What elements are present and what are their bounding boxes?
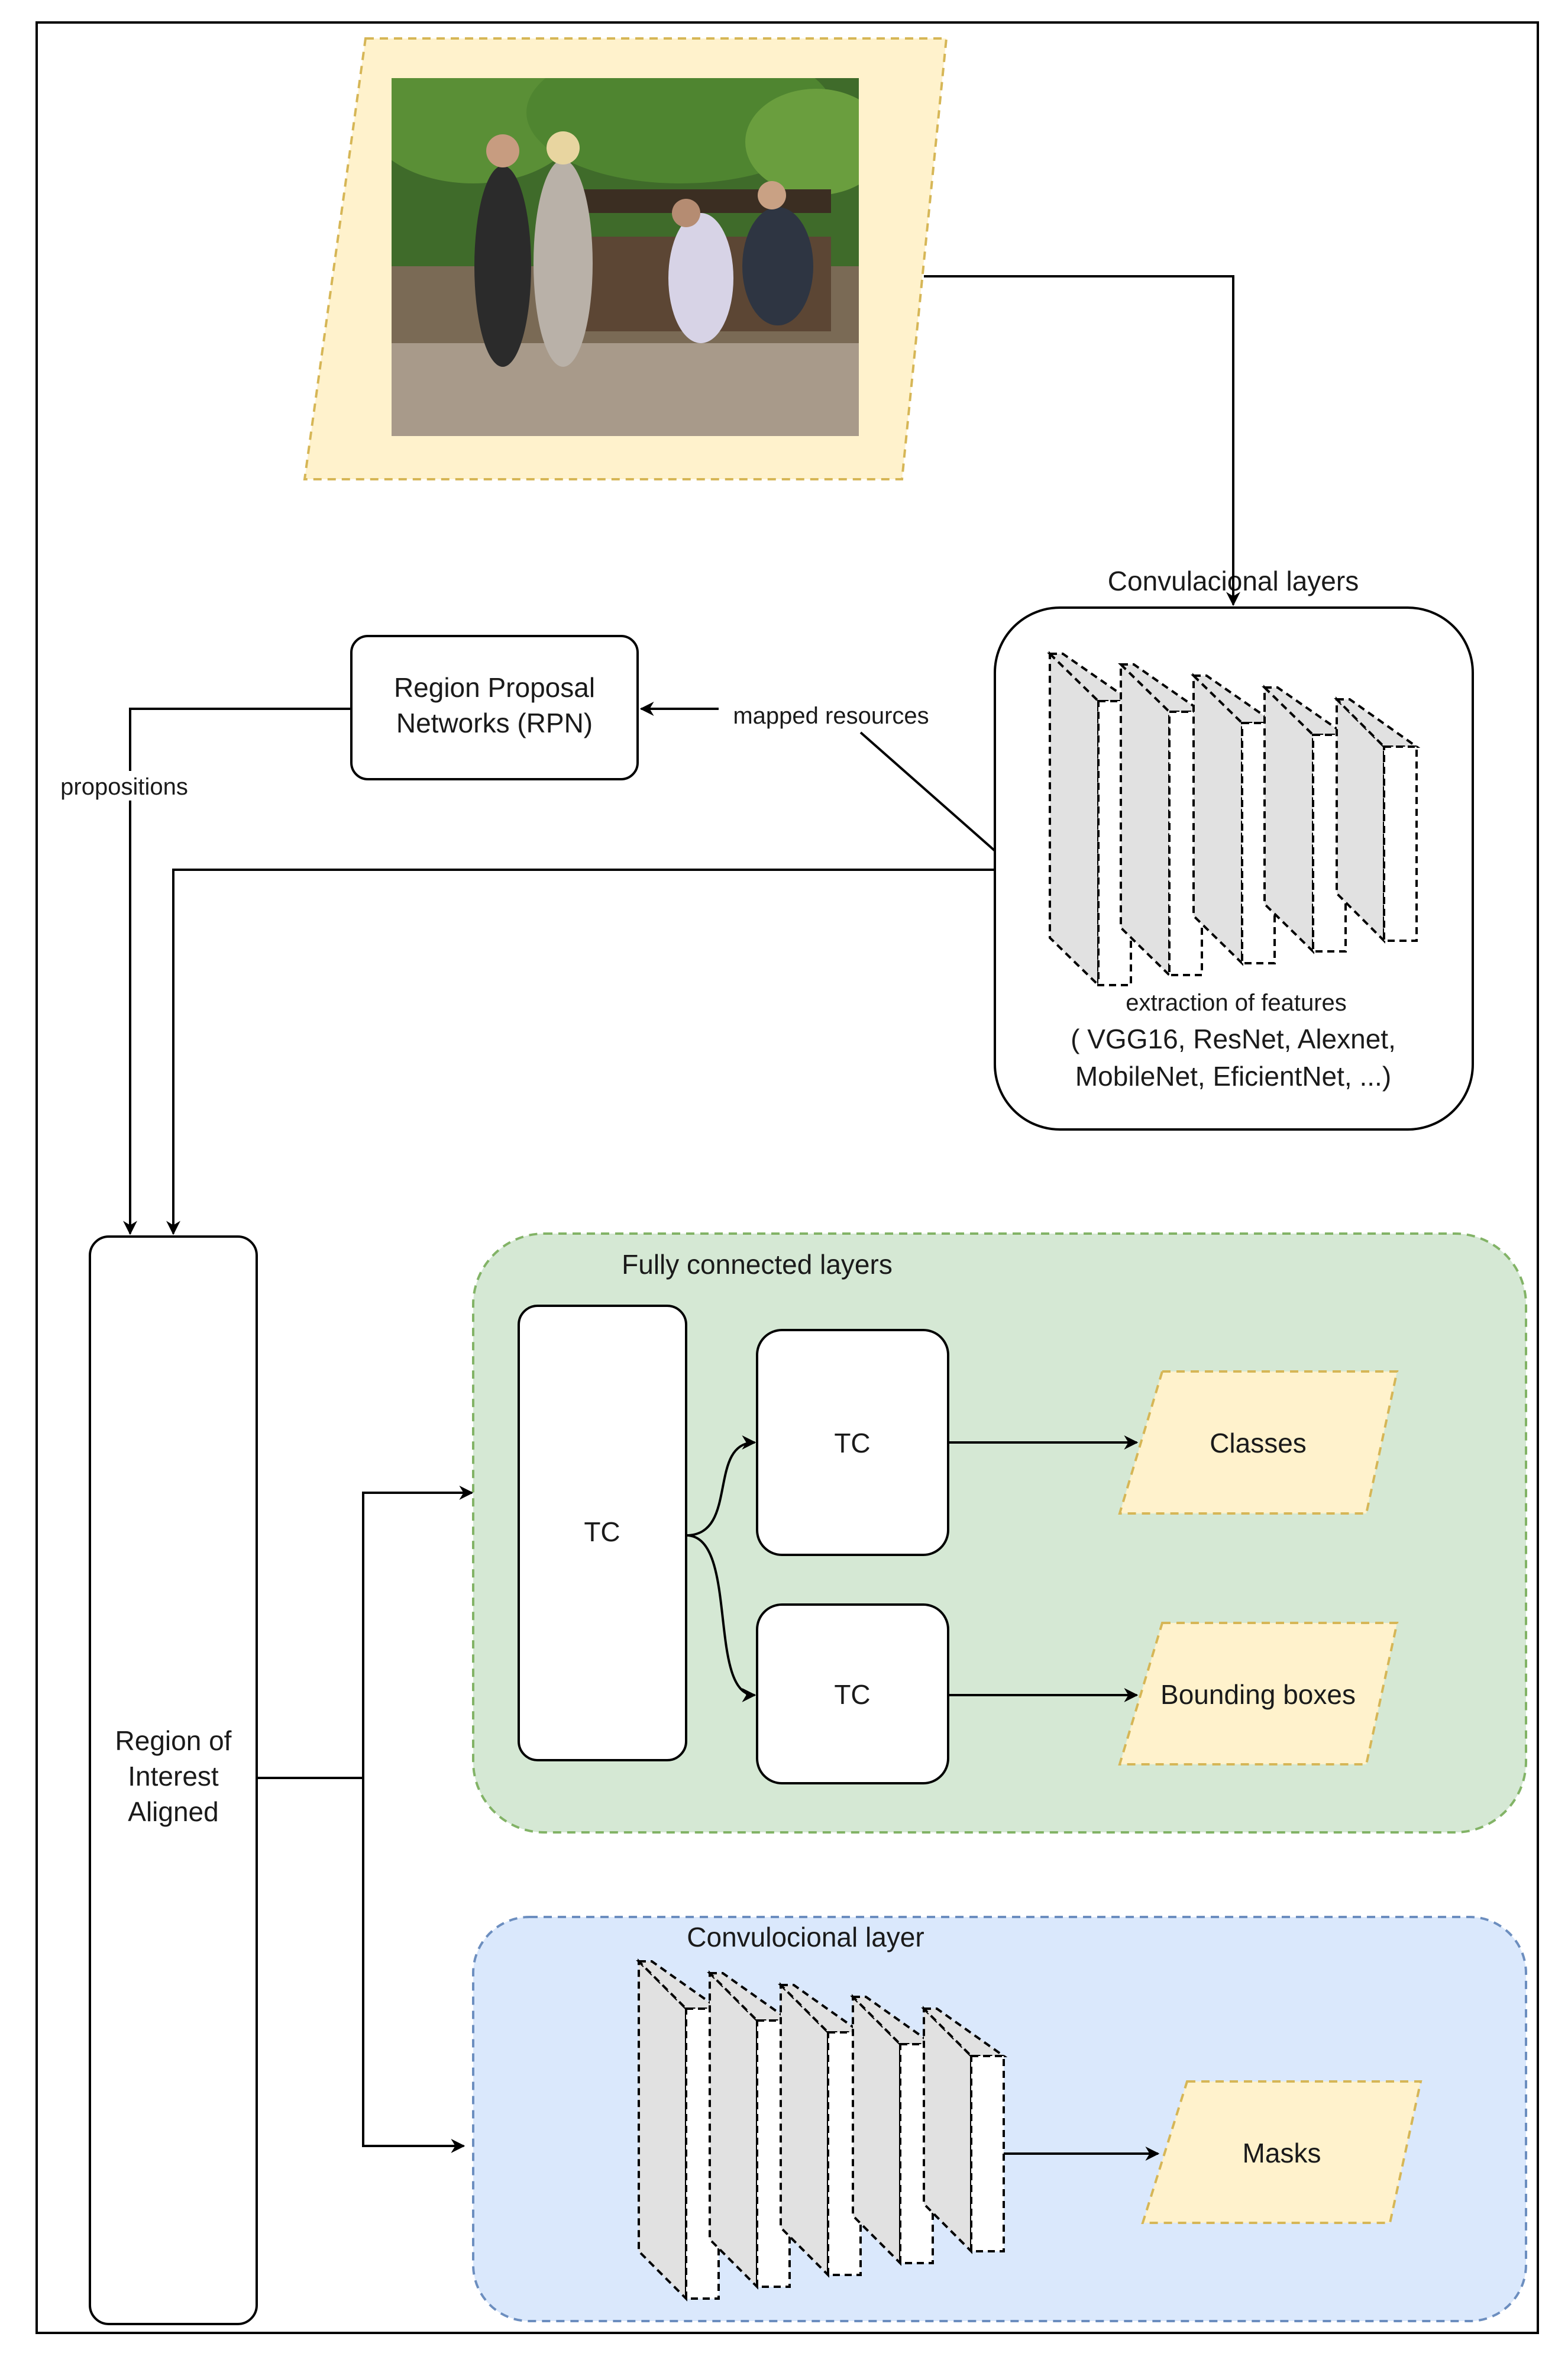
roi-label-1: Region of	[115, 1725, 232, 1756]
tc-main-label: TC	[584, 1516, 620, 1547]
rpn-label-2: Networks (RPN)	[396, 708, 593, 738]
edge-rpn-to-roi	[123, 708, 351, 1235]
mask-layer	[707, 1970, 794, 2290]
edge-backbone-to-rpn	[859, 731, 996, 852]
fc-title: Fully connected layers	[622, 1249, 893, 1280]
roi-label-2: Interest	[128, 1761, 219, 1792]
output-masks-shape	[1141, 2080, 1422, 2224]
roi-label-3: Aligned	[128, 1796, 218, 1827]
mask-layer	[636, 1958, 723, 2302]
output-boxes-shape	[1118, 1622, 1399, 1766]
propositions-label-bg	[52, 771, 194, 801]
output-classes-label: Classes	[1210, 1428, 1307, 1458]
backbone-layer	[1047, 651, 1135, 988]
outer-frame	[35, 21, 1539, 2334]
edge-roi-to-mask	[362, 1778, 465, 2153]
label-mapped-resources: mapped resources	[733, 703, 929, 729]
edge-roi-to-fc	[362, 1486, 474, 1778]
input-photo	[392, 78, 859, 436]
backbone-layer	[1262, 685, 1350, 954]
backbone-layer	[1191, 673, 1279, 966]
mask-layer	[850, 1994, 937, 2266]
mask-panel-title: Convulocional layer	[687, 1922, 924, 1952]
edge-tc-to-upper	[686, 1435, 756, 1537]
edge-tc-to-lower	[686, 1534, 756, 1702]
backbone-layer	[1118, 661, 1206, 978]
output-masks-label: Masks	[1243, 2138, 1321, 2168]
backbone-caption-3: MobileNet, EficientNet, ...)	[1075, 1061, 1391, 1092]
rpn-label-1: Region Proposal	[394, 672, 595, 703]
tc-main-box	[518, 1305, 687, 1761]
backbone-layer	[1334, 696, 1421, 944]
output-classes-shape	[1118, 1370, 1399, 1515]
backbone-caption-1: extraction of features	[1126, 990, 1347, 1016]
mask-layer-stack	[636, 1958, 1008, 2302]
backbone-layer-stack	[1047, 651, 1421, 988]
roi-align-box	[89, 1235, 258, 2325]
mask-layer	[778, 1982, 865, 2278]
backbone-caption-2: ( VGG16, ResNet, Alexnet,	[1071, 1024, 1396, 1054]
edge-image-to-backbone	[924, 275, 1240, 606]
output-boxes-label: Bounding boxes	[1160, 1679, 1356, 1710]
tc-lower-label: TC	[834, 1679, 870, 1710]
tc-upper-label: TC	[834, 1428, 870, 1458]
label-propositions: propositions	[60, 774, 188, 800]
edge-backbone-to-roi	[166, 869, 995, 1235]
